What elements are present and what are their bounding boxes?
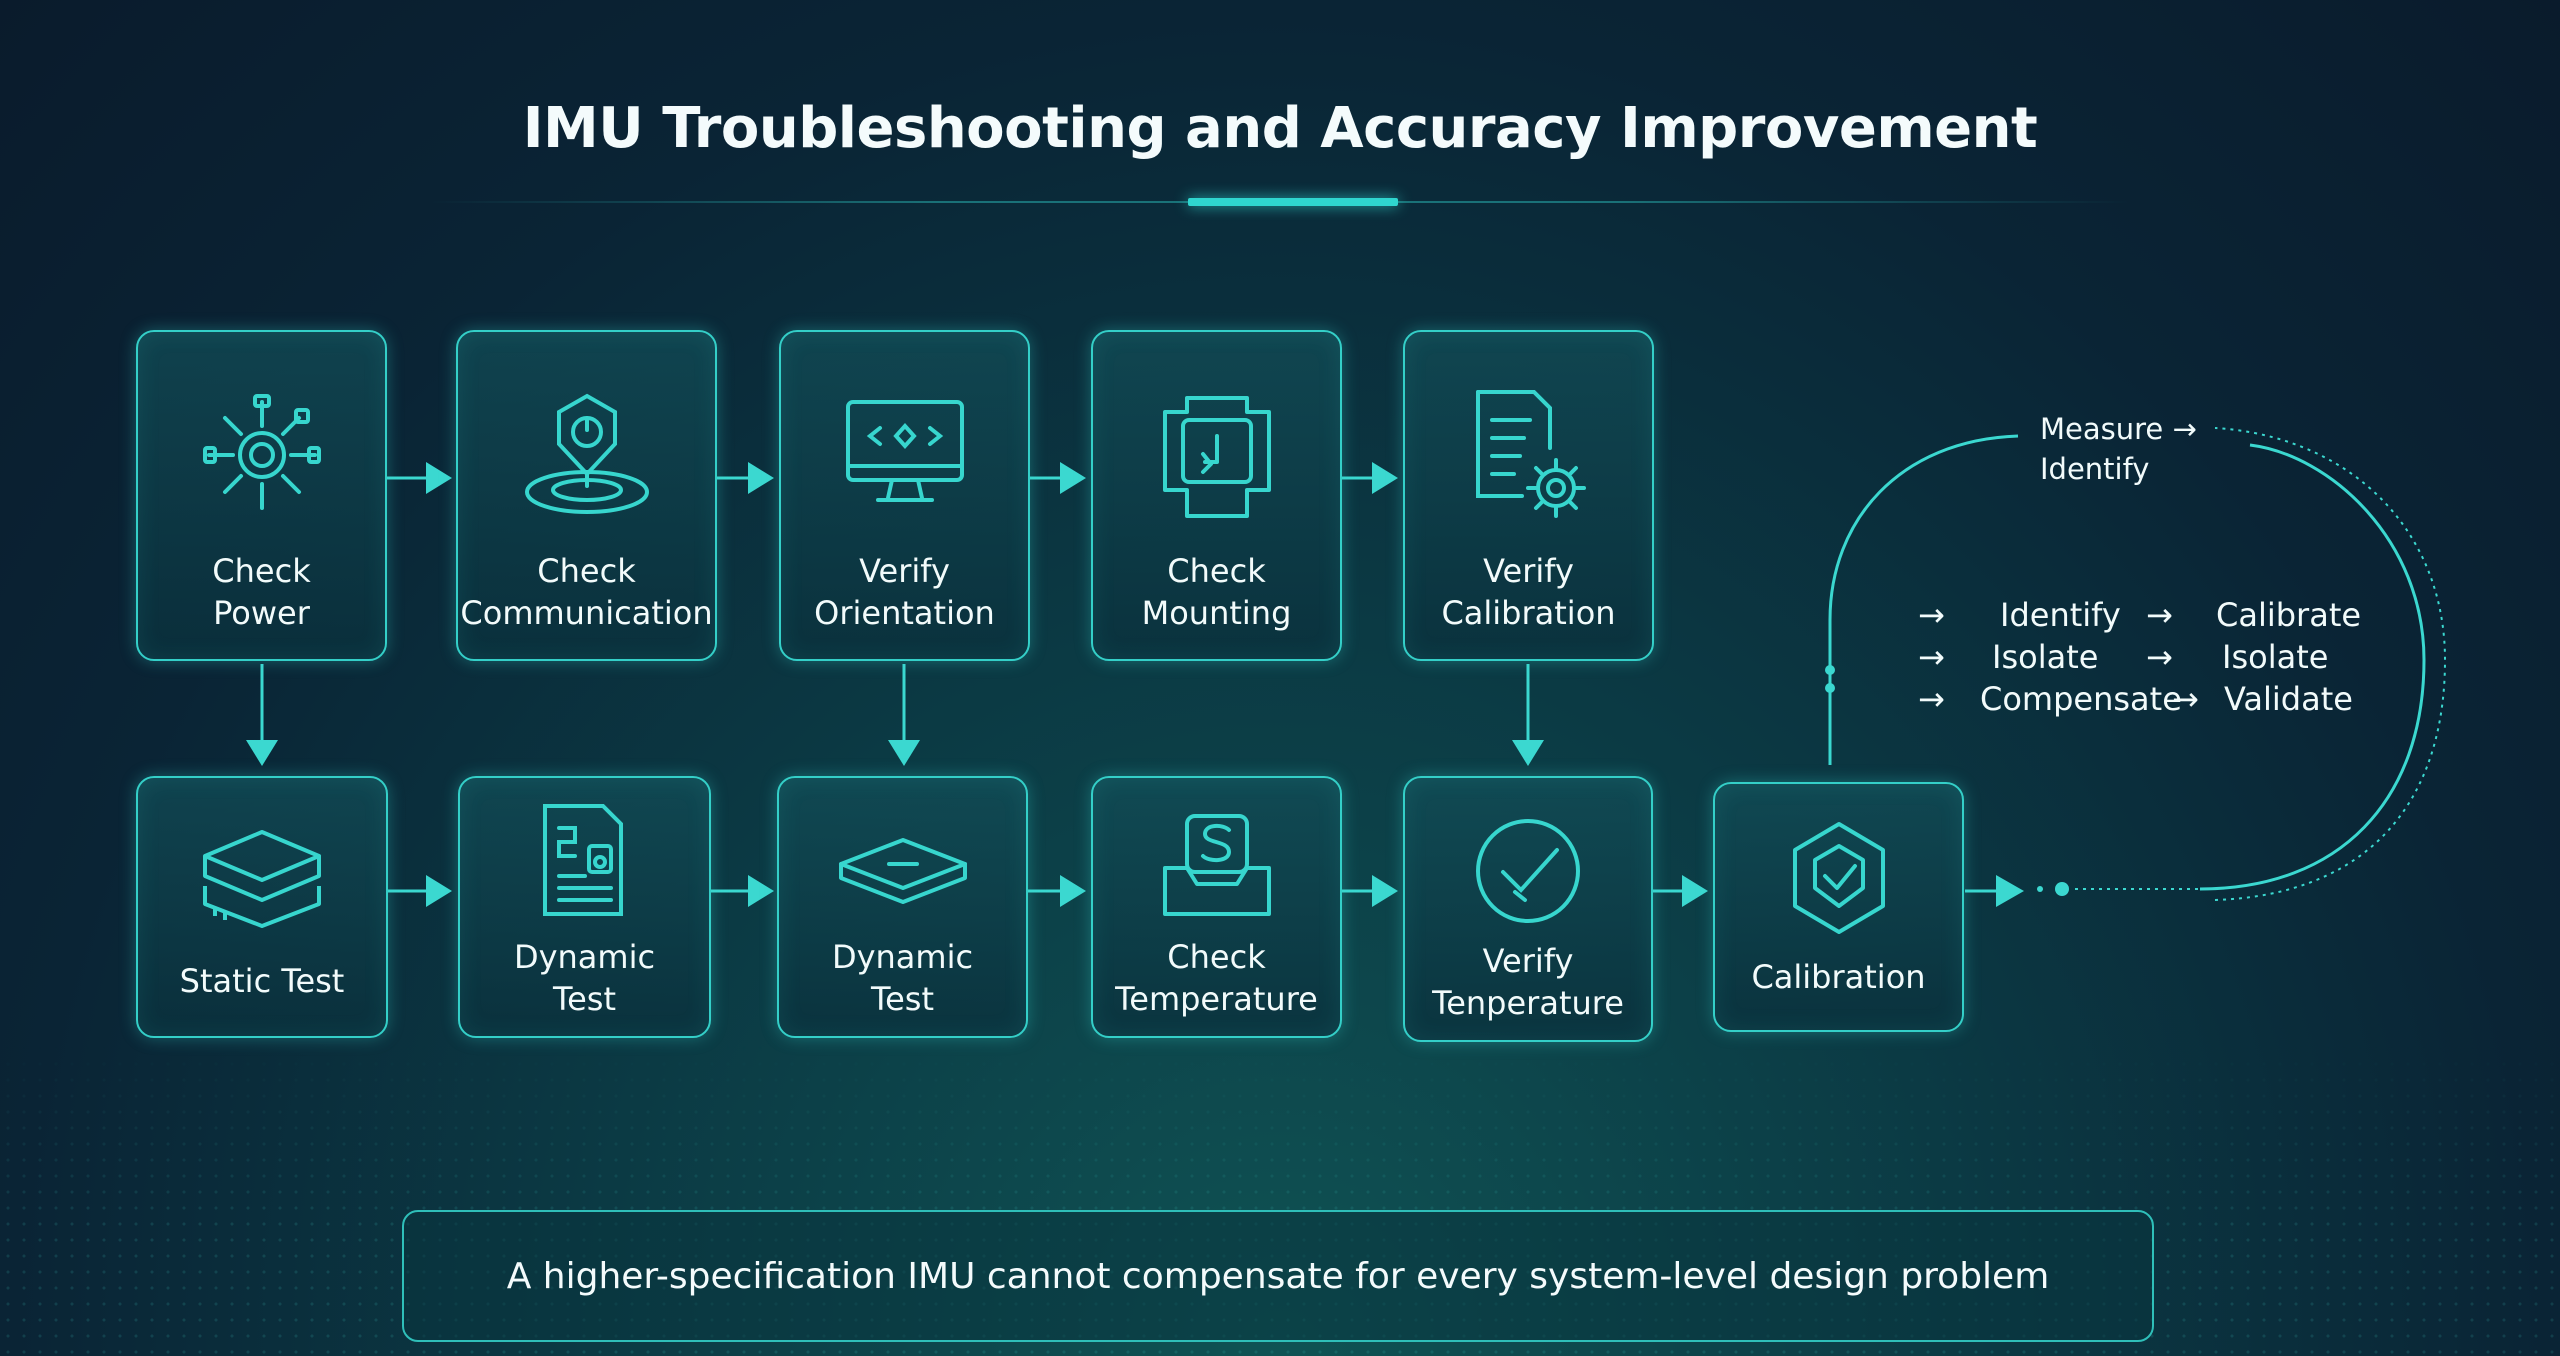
step-label-line1: Check: [1167, 552, 1266, 590]
location-pin-icon: [458, 386, 715, 526]
arrowhead-top-1: [426, 462, 452, 494]
step-label-line2: Calibration: [1441, 594, 1616, 632]
output-dot: [2055, 882, 2069, 896]
footer-banner: A higher-specification IMU cannot compen…: [402, 1210, 2154, 1342]
step-static-test: Static Test: [136, 776, 388, 1038]
loop-row-2-b: Isolate: [2222, 638, 2329, 676]
arrowhead-top-2: [748, 462, 774, 494]
step-label-line2: Communication: [460, 594, 713, 632]
arrowhead-down-2: [888, 740, 920, 766]
loop-arrow-2b: →: [2146, 638, 2173, 676]
arrowhead-bottom-3: [1060, 875, 1086, 907]
step-verify-orientation: Verify Orientation: [779, 330, 1030, 661]
arrowhead-down-3: [1512, 740, 1544, 766]
step-check-communication: Check Communication: [456, 330, 717, 661]
document-chart-icon: [460, 802, 709, 922]
loop-row-3-a: Compensate: [1980, 680, 2182, 718]
step-label-line1: Calibration: [1751, 958, 1926, 996]
step-label-line1: Dynamic: [831, 938, 974, 976]
step-check-power: Check Power: [136, 330, 387, 661]
title-accent-bar: [1188, 198, 1398, 206]
step-check-temperature: Check Temperature: [1091, 776, 1342, 1038]
loop-arrow-3b: →: [2172, 680, 2199, 718]
loop-row-2-a: Isolate: [1992, 638, 2099, 676]
hexagon-shield-icon: [1715, 820, 1962, 936]
stacked-layers-icon: [138, 822, 386, 932]
arrowhead-bottom-2: [748, 875, 774, 907]
loop-row-3-b: Validate: [2224, 680, 2353, 718]
loop-row-1-a: Identify: [2000, 596, 2121, 634]
step-label-line1: Static Test: [179, 962, 345, 1000]
step-label-line2: Power: [213, 594, 310, 632]
footer-text: A higher-specification IMU cannot compen…: [506, 1255, 2050, 1297]
loop-left-arc: [1828, 434, 2019, 765]
loop-identify-top-label: Identify: [2040, 452, 2150, 486]
step-label-line1: Verify: [859, 552, 950, 590]
step-label-line1: Dynamic: [513, 938, 656, 976]
step-label-line1: Check: [212, 552, 311, 590]
arrowhead-bottom-1: [426, 875, 452, 907]
step-verify-temperature: Verify Tenperature: [1403, 776, 1653, 1042]
loop-arrow-1a: →: [1918, 596, 1945, 634]
output-dot-small: [2037, 886, 2043, 892]
step-label-line1: Check: [537, 552, 636, 590]
step-dynamic-test-2: Dynamic Test: [777, 776, 1028, 1038]
circle-check-icon: [1405, 816, 1651, 926]
arrowhead-down-1: [246, 740, 278, 766]
flat-board-icon: [779, 832, 1026, 912]
step-label-line1: Verify: [1482, 942, 1574, 980]
loop-arrow-2a: →: [1918, 638, 1945, 676]
step-label-line2: Test: [552, 980, 616, 1018]
step-label-line2: Test: [870, 980, 934, 1018]
step-calibration: Calibration: [1713, 782, 1964, 1032]
loop-dot-2: [1825, 683, 1835, 693]
loop-arrow-3a: →: [1918, 680, 1945, 718]
loop-dot-1: [1825, 665, 1835, 675]
step-label-line1: Check: [1167, 938, 1266, 976]
step-label-line2: Temperature: [1115, 980, 1318, 1018]
loop-row-1-b: Calibrate: [2216, 596, 2362, 634]
arrowhead-bottom-5: [1682, 875, 1708, 907]
step-label-line2: Tenperature: [1432, 984, 1624, 1022]
arrowhead-top-4: [1372, 462, 1398, 494]
step-label-line2: Orientation: [814, 594, 995, 632]
sun-gear-icon: [138, 390, 385, 520]
step-label-line2: Mounting: [1141, 594, 1292, 632]
thermostat-s-icon: [1093, 812, 1340, 922]
arrowhead-bottom-4: [1372, 875, 1398, 907]
arrowhead-bottom-6: [1996, 875, 2024, 907]
loop-arrow-1b: →: [2146, 596, 2173, 634]
step-label-line1: Verify: [1483, 552, 1574, 590]
loop-right-arc: [2199, 443, 2426, 891]
page-title: IMU Troubleshooting and Accuracy Improve…: [522, 96, 2038, 161]
loop-measure-label: Measure →: [2040, 412, 2197, 446]
step-dynamic-test-1: Dynamic Test: [458, 776, 711, 1038]
step-verify-calibration: Verify Calibration: [1403, 330, 1654, 661]
monitor-code-icon: [781, 398, 1028, 508]
arrowhead-top-3: [1060, 462, 1086, 494]
document-gear-icon: [1405, 388, 1652, 528]
mount-bracket-icon: [1093, 392, 1340, 522]
step-check-mounting: Check Mounting: [1091, 330, 1342, 661]
